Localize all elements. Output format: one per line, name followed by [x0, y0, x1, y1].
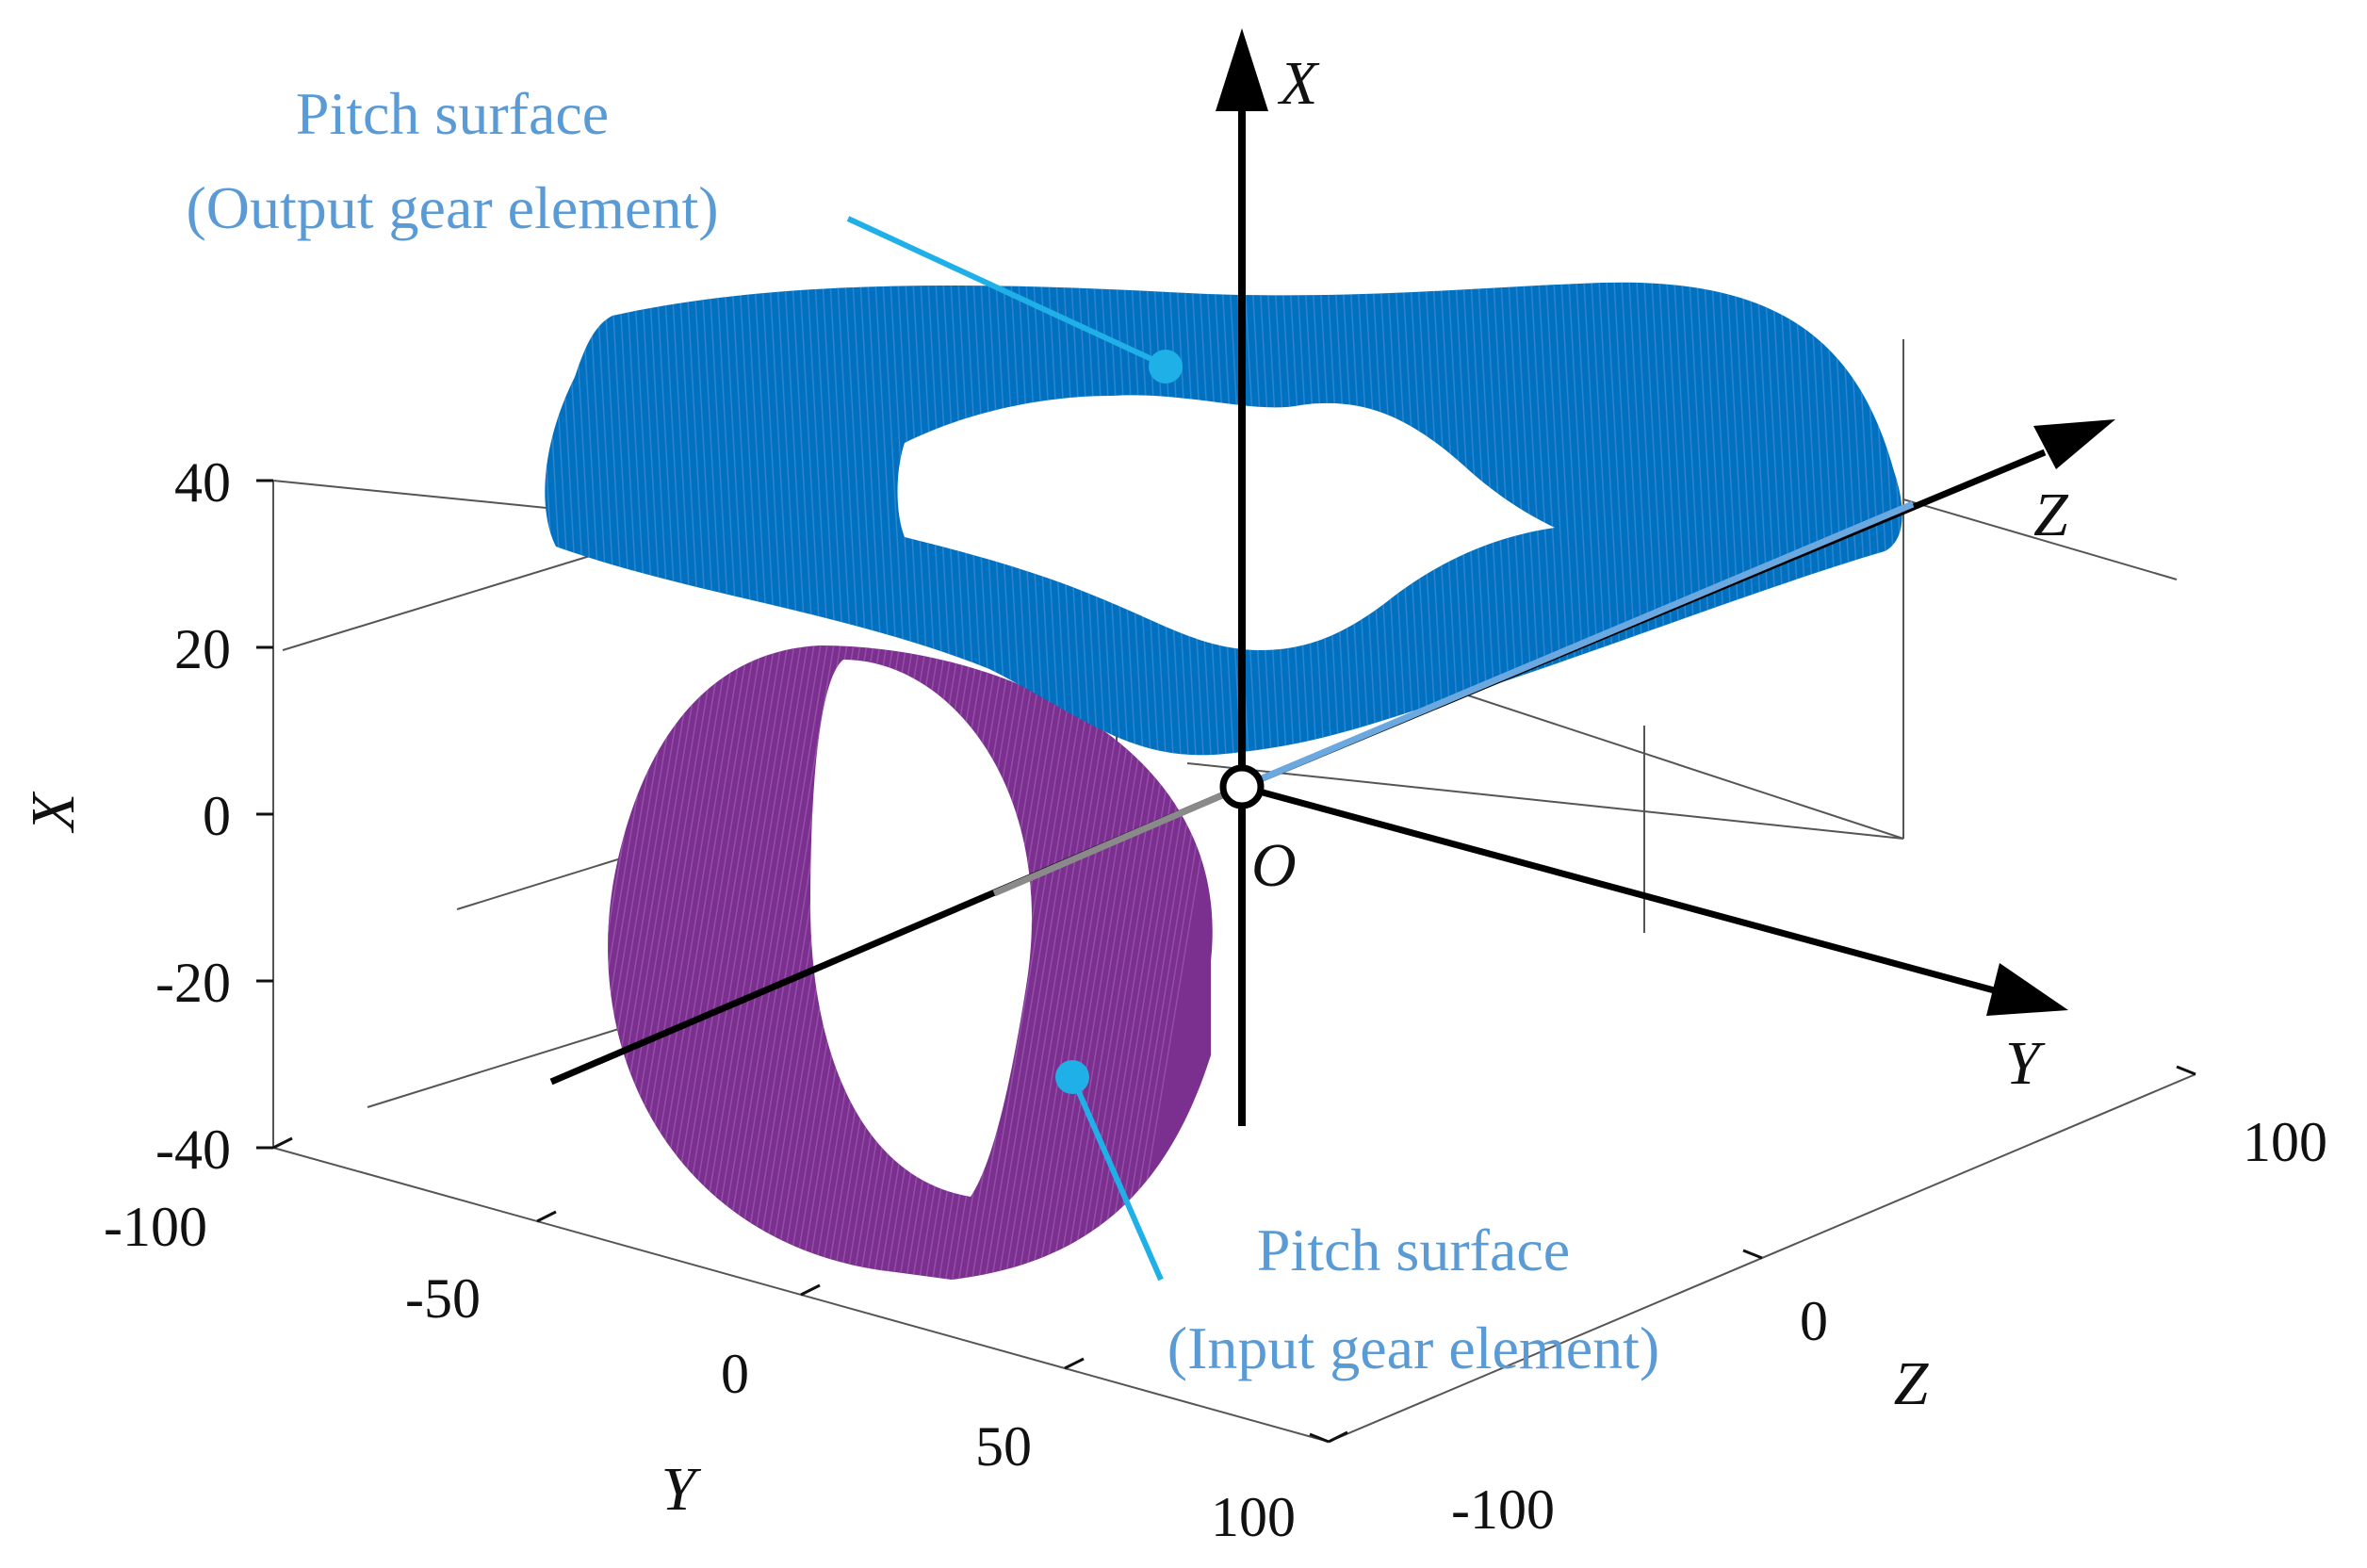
y-tick-label: 50	[975, 1415, 1032, 1478]
output-callout-leader-line	[846, 216, 1166, 368]
mesh-line	[481, 622, 594, 1300]
z-axis-tick-labels: -100 0 100	[1451, 1111, 2327, 1541]
y-tick-label: 0	[721, 1343, 749, 1405]
mesh-line	[1119, 645, 1213, 1280]
mesh-line	[981, 645, 1096, 1280]
z-tick-label: 100	[2243, 1111, 2327, 1173]
x-axis-tick-labels: 40 20 0 -20 -40	[155, 451, 231, 1181]
mesh-line	[608, 645, 694, 1280]
triad-z-axis-line-highlight	[1240, 500, 1915, 791]
triad-x-label: X	[1277, 49, 1320, 118]
y-tick-mark-minus50	[536, 1210, 557, 1223]
mesh-line	[704, 645, 819, 1280]
x-tick-label: 20	[174, 618, 231, 680]
output-surface-center-opening	[897, 395, 1555, 650]
grid-line-right-low	[1186, 762, 1904, 840]
y-axis-ticks	[272, 1136, 1348, 1444]
mesh-line	[434, 622, 547, 1300]
mesh-line	[974, 645, 1089, 1280]
z-tick-mark-0	[1742, 1249, 1763, 1260]
z-axis-title: Z	[1894, 1349, 1930, 1418]
mesh-line	[494, 622, 607, 1300]
z-tick-label: 0	[1800, 1290, 1828, 1352]
mesh-line	[717, 645, 832, 1280]
mesh-line	[448, 622, 561, 1300]
mesh-line	[1922, 264, 1951, 773]
input-callout-title: Pitch surface	[1257, 1217, 1570, 1283]
x-tick-label: -20	[155, 952, 231, 1014]
y-tick-mark-minus100	[272, 1136, 293, 1150]
y-tick-label: -100	[104, 1196, 207, 1258]
mesh-line	[710, 645, 825, 1280]
z-axis-ticks	[1309, 1065, 2196, 1444]
mesh-line	[608, 645, 614, 1280]
y-tick-mark-100	[1328, 1430, 1348, 1444]
mesh-line	[691, 645, 806, 1280]
y-axis-tick-labels: -100 -50 0 50 100	[104, 1196, 1296, 1548]
mesh-line	[1007, 645, 1122, 1280]
mesh-line	[994, 645, 1109, 1280]
z-tick-mark-100	[2176, 1065, 2196, 1076]
output-callout-title: Pitch surface	[296, 80, 609, 147]
y-tick-mark-50	[1064, 1357, 1085, 1370]
output-callout-subtitle: (Output gear element)	[186, 174, 718, 241]
x-axis-title: X	[19, 791, 88, 834]
triad-y-label: Y	[2005, 1029, 2046, 1098]
mesh-line	[724, 645, 839, 1280]
z-tick-label: -100	[1451, 1478, 1555, 1541]
x-tick-label: 40	[174, 451, 231, 514]
input-callout-leader-line	[1069, 1075, 1164, 1282]
triad-z-label: Z	[2033, 481, 2069, 549]
mesh-line	[467, 622, 580, 1300]
mesh-line	[988, 645, 1102, 1280]
mesh-line	[487, 622, 600, 1300]
mesh-line	[608, 645, 700, 1280]
input-surface-inner-opening	[810, 660, 1033, 1197]
triad-y-arrowhead	[1986, 963, 2068, 1016]
mesh-line	[1907, 264, 1935, 773]
y-axis-title: Y	[661, 1455, 702, 1524]
triad-y-axis-line	[1241, 783, 1999, 995]
mesh-line	[1014, 645, 1129, 1280]
mesh-line	[454, 622, 567, 1300]
triad-x-arrowhead	[1216, 28, 1268, 111]
triad-z-arrowhead	[2033, 419, 2115, 469]
input-callout: Pitch surface (Input gear element)	[1167, 1217, 1659, 1381]
output-callout-dot	[1149, 350, 1183, 384]
mesh-line	[474, 622, 587, 1300]
callout-leaders	[846, 216, 1183, 1282]
mesh-line	[1915, 264, 1943, 773]
mesh-line	[608, 645, 621, 1280]
output-callout: Pitch surface (Output gear element)	[186, 80, 718, 241]
x-axis-ticks	[256, 479, 273, 1150]
input-callout-subtitle: (Input gear element)	[1167, 1315, 1659, 1381]
y-tick-label: 100	[1211, 1486, 1296, 1548]
coordinate-triad	[549, 28, 2115, 1126]
x-tick-label: 0	[203, 785, 231, 847]
x-tick-label: -40	[155, 1119, 231, 1181]
y-tick-mark-0	[800, 1283, 821, 1297]
grid-line-right-top	[1902, 498, 2178, 580]
triad-negative-y-axis-line-highlight	[992, 783, 1244, 897]
mesh-line	[415, 622, 528, 1300]
mesh-line	[421, 622, 534, 1300]
mesh-line	[461, 622, 574, 1300]
mesh-line	[697, 645, 812, 1280]
origin-label: O	[1251, 831, 1297, 900]
mesh-line	[1001, 645, 1116, 1280]
input-callout-dot	[1055, 1060, 1089, 1094]
origin-marker	[1219, 764, 1265, 809]
y-tick-label: -50	[405, 1267, 481, 1330]
z-tick-mark-minus100	[1309, 1432, 1330, 1444]
mesh-line	[428, 622, 541, 1300]
